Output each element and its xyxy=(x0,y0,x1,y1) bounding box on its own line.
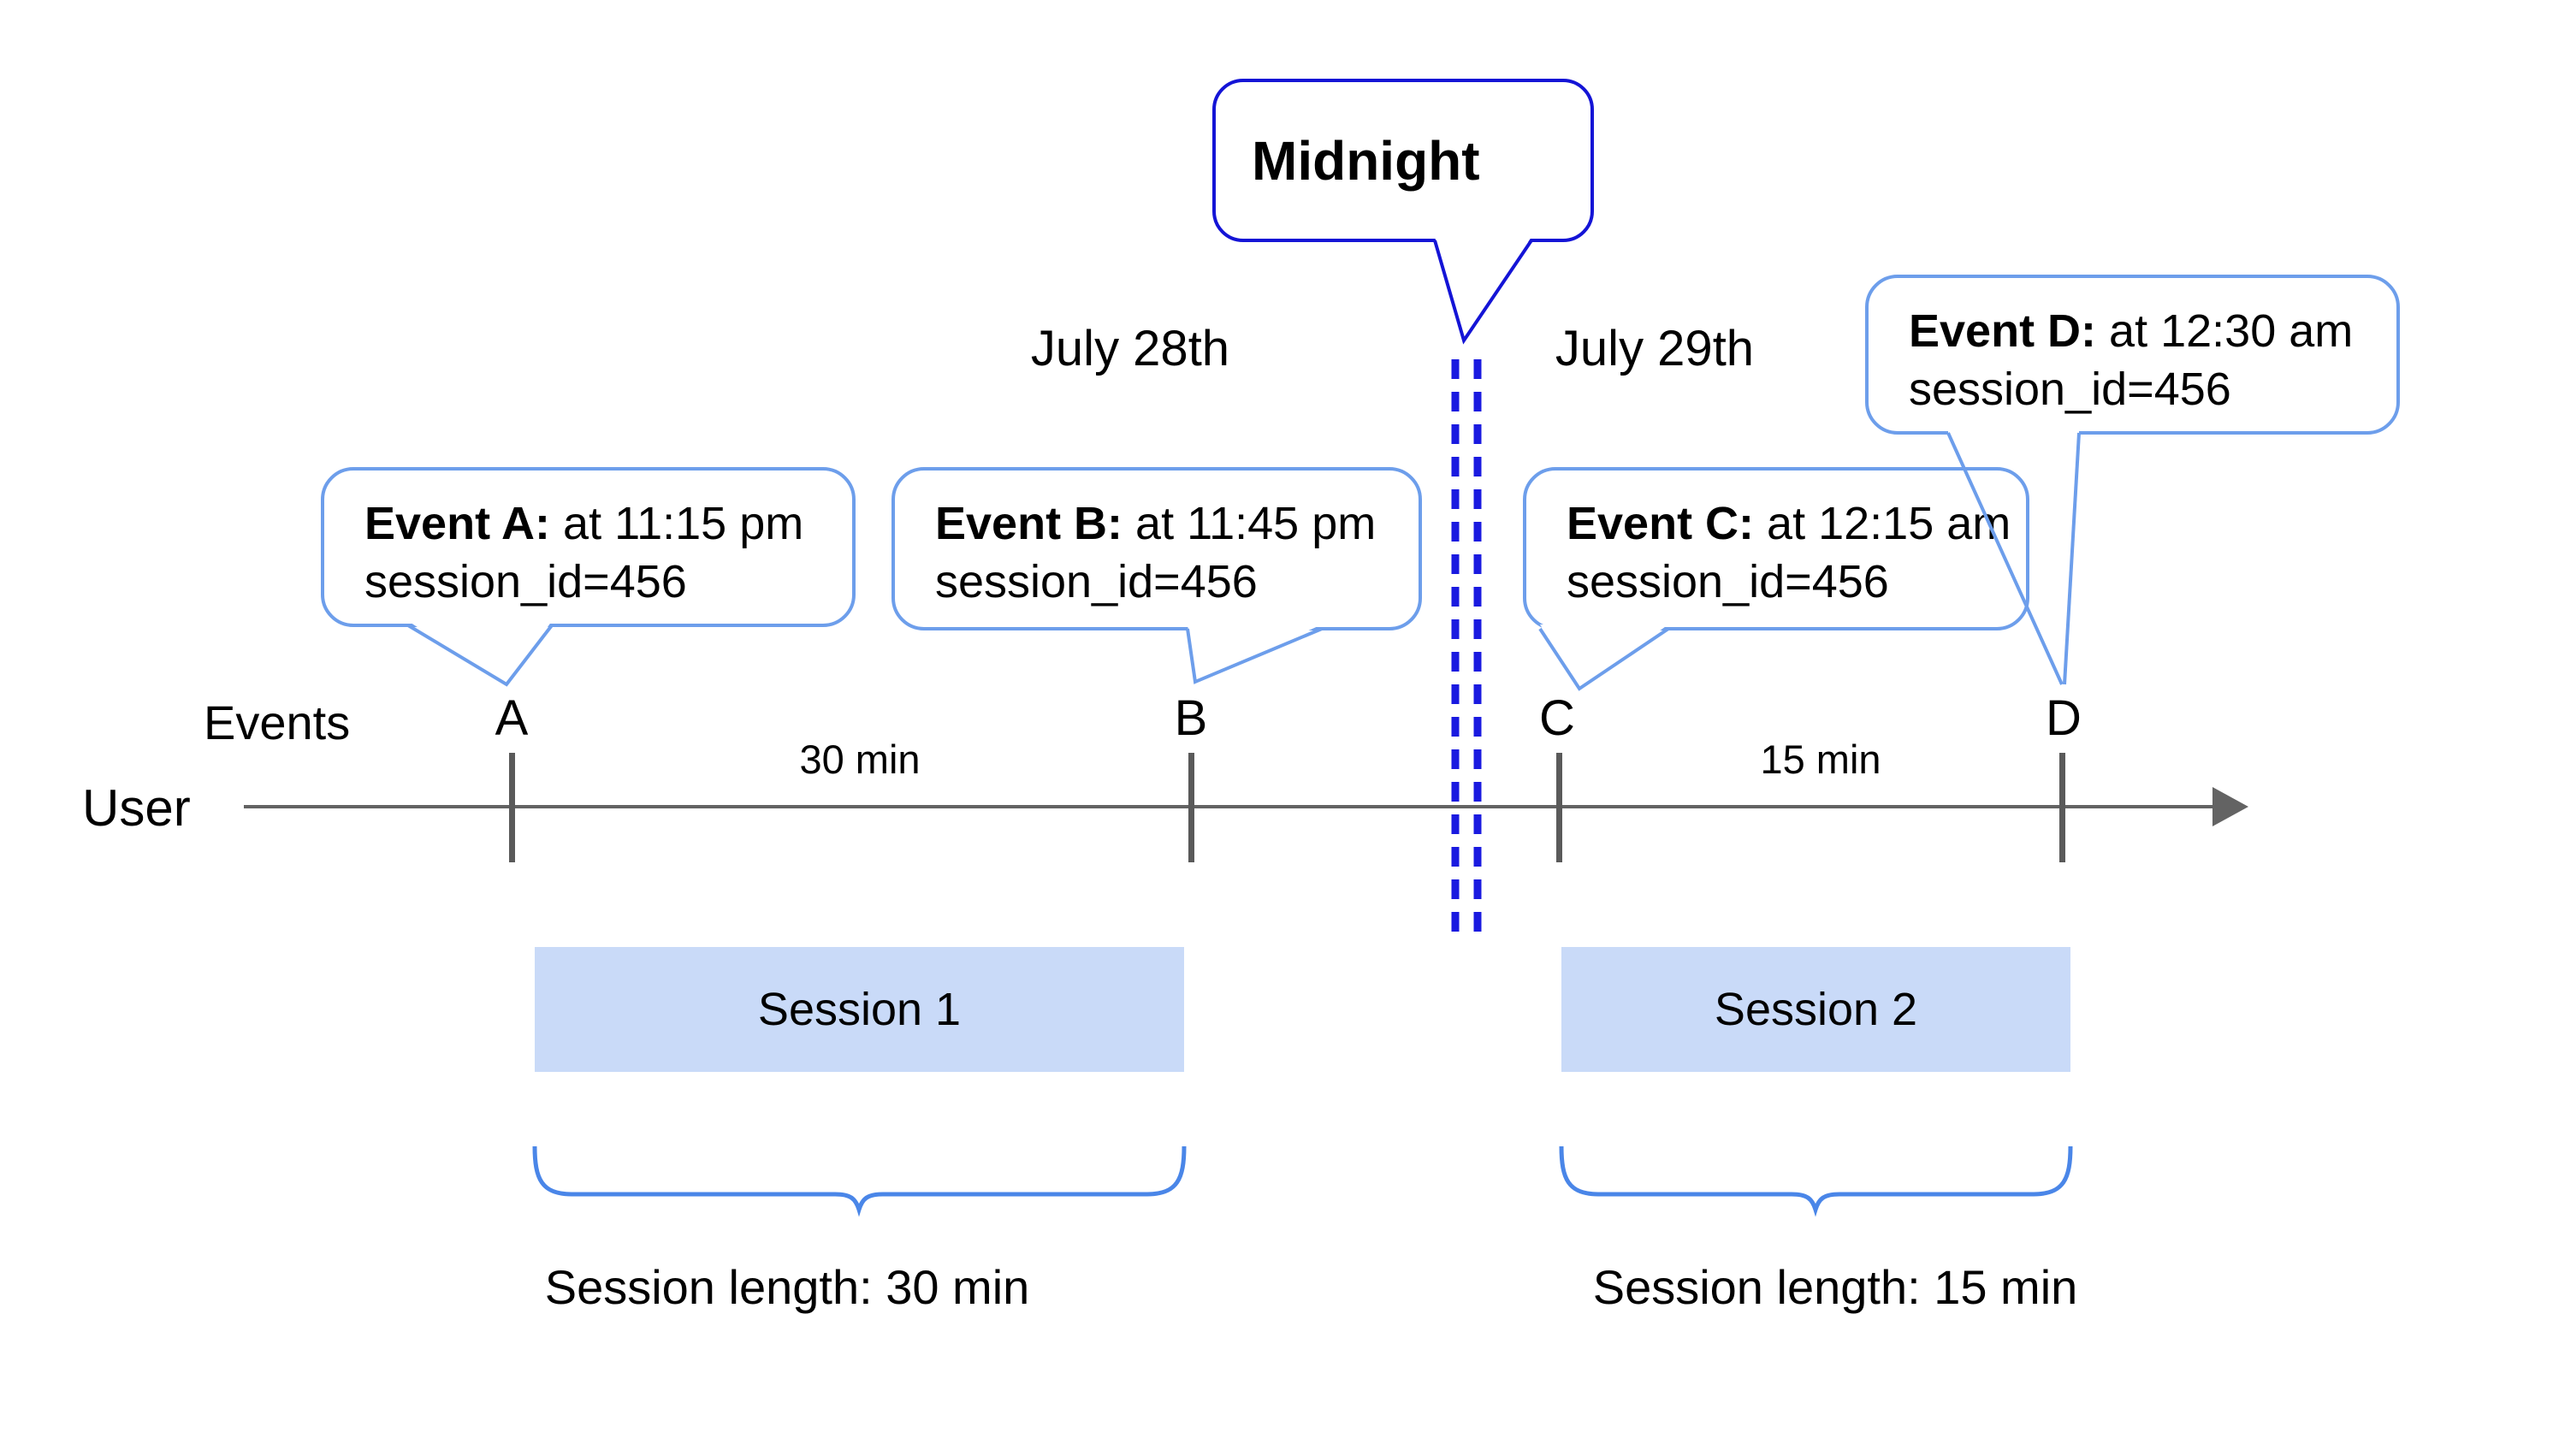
tick-label-d: D xyxy=(2046,690,2082,746)
event-b-bubble-tail-fill xyxy=(1188,624,1322,682)
session-2-brace xyxy=(1559,1145,2073,1217)
events-axis-label: Events xyxy=(204,695,351,749)
midnight-bubble-tail-fill xyxy=(1435,237,1531,340)
tick-label-a: A xyxy=(495,690,529,746)
event-b-bubble-tail xyxy=(1186,627,1323,684)
interval-label-30min: 30 min xyxy=(799,737,921,782)
event-b-callout-bubble: Event B: at 11:45 pm session_id=456 xyxy=(891,467,1422,630)
date-label-july-29: July 29th xyxy=(1555,321,1755,376)
tick-b xyxy=(1188,753,1194,862)
midnight-label: Midnight xyxy=(1252,129,1480,192)
event-b-line2: session_id=456 xyxy=(935,556,1258,607)
event-a-line1: Event A: at 11:15 pm xyxy=(364,494,803,553)
event-a-time: at 11:15 pm xyxy=(550,498,804,549)
session-1-box: Session 1 xyxy=(535,947,1184,1072)
event-c-callout-bubble: Event C: at 12:15 am session_id=456 xyxy=(1523,467,2029,630)
event-c-title: Event C: xyxy=(1567,498,1755,549)
midnight-bubble-tail xyxy=(1433,239,1533,345)
event-a-title: Event A: xyxy=(364,498,551,549)
event-a-callout-bubble: Event A: at 11:15 pm session_id=456 xyxy=(321,467,856,627)
event-d-text: Event D: at 12:30 am session_id=456 xyxy=(1909,302,2353,418)
event-c-text: Event C: at 12:15 am session_id=456 xyxy=(1567,494,2011,611)
event-c-line2: session_id=456 xyxy=(1567,556,1889,607)
event-c-time: at 12:15 am xyxy=(1754,498,2011,549)
session-1-label: Session 1 xyxy=(757,984,962,1035)
event-c-bubble-tail xyxy=(1538,627,1670,691)
event-d-title: Event D: xyxy=(1909,305,2097,357)
event-a-bubble-tail xyxy=(406,624,554,687)
event-b-text: Event B: at 11:45 pm session_id=456 xyxy=(935,494,1376,611)
tick-a xyxy=(509,753,515,862)
midnight-callout-bubble: Midnight xyxy=(1212,79,1594,242)
tick-d xyxy=(2059,753,2065,862)
event-a-line2: session_id=456 xyxy=(364,556,687,607)
session-1-brace xyxy=(532,1145,1187,1217)
user-axis-label: User xyxy=(82,779,191,837)
event-a-text: Event A: at 11:15 pm session_id=456 xyxy=(364,494,803,611)
event-c-bubble-tail-fill xyxy=(1540,624,1668,689)
event-d-bubble-tail-right xyxy=(2063,432,2081,685)
event-b-time: at 11:45 pm xyxy=(1122,498,1377,549)
session-2-label: Session 2 xyxy=(1714,984,1918,1035)
event-d-callout-bubble: Event D: at 12:30 am session_id=456 xyxy=(1865,275,2400,435)
session-2-box: Session 2 xyxy=(1561,947,2070,1072)
event-b-title: Event B: xyxy=(935,498,1123,549)
date-label-july-28: July 28th xyxy=(1030,321,1230,376)
event-b-line1: Event B: at 11:45 pm xyxy=(935,494,1376,553)
timeline-arrowhead-icon xyxy=(2212,787,2248,826)
event-a-bubble-tail-fill xyxy=(408,621,552,684)
event-d-line2: session_id=456 xyxy=(1909,364,2231,415)
session-1-length-label: Session length: 30 min xyxy=(544,1260,1030,1314)
tick-label-b: B xyxy=(1174,690,1208,746)
session-2-length-label: Session length: 15 min xyxy=(1592,1260,2078,1314)
event-c-line1: Event C: at 12:15 am xyxy=(1567,494,2011,553)
interval-label-15min: 15 min xyxy=(1760,737,1881,782)
event-d-line1: Event D: at 12:30 am xyxy=(1909,302,2353,360)
tick-c xyxy=(1556,753,1562,862)
tick-label-c: C xyxy=(1539,690,1575,746)
event-d-time: at 12:30 am xyxy=(2096,305,2354,357)
